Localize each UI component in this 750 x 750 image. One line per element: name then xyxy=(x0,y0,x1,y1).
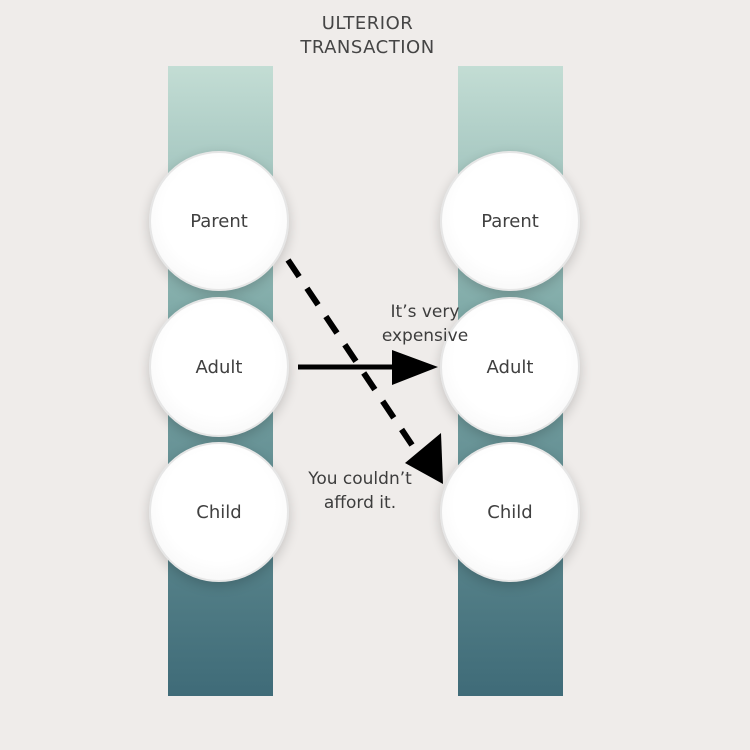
social-message-line-1: It’s very xyxy=(390,302,460,322)
left-adult-circle: Adult xyxy=(149,297,289,437)
social-message-line-2: expensive xyxy=(381,326,469,346)
left-child-circle: Child xyxy=(149,442,289,582)
psychological-message-line-1: You couldn’t xyxy=(308,469,412,489)
psychological-message-line-2: afford it. xyxy=(323,493,397,513)
psychological-message: You couldn’t afford it. xyxy=(300,467,420,515)
social-arrow xyxy=(298,350,438,385)
title-line-2: TRANSACTION xyxy=(300,37,435,58)
social-message: It’s very expensive xyxy=(365,300,485,348)
title-line-1: ULTERIOR xyxy=(321,13,414,34)
right-adult-circle: Adult xyxy=(440,297,580,437)
diagram-title: ULTERIOR TRANSACTION xyxy=(0,12,735,60)
right-parent-circle: Parent xyxy=(440,151,580,291)
psychological-arrow xyxy=(285,258,443,484)
right-child-circle: Child xyxy=(440,442,580,582)
left-parent-circle: Parent xyxy=(149,151,289,291)
